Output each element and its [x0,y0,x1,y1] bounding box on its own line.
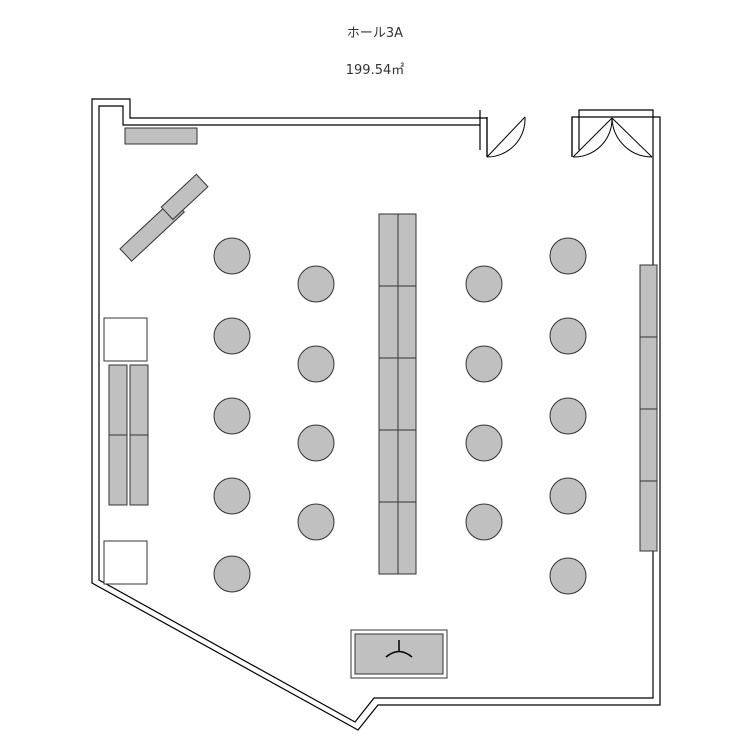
round-table [465,424,503,462]
round-table [297,345,335,383]
round-table [549,237,587,275]
top-left-table [124,127,198,145]
round-table [297,265,335,303]
door-left [486,116,526,158]
hall-area: 199.54㎡ [345,63,405,78]
round-table [549,557,587,595]
round-table [549,397,587,435]
round-table [213,477,251,515]
door-right-b-swing [611,117,653,158]
round-table [297,503,335,541]
hall-name: ホール3A [346,26,404,41]
round-tables [213,237,587,595]
round-table [465,503,503,541]
round-table [549,317,587,355]
left-box-top [103,317,148,362]
round-table [213,237,251,275]
microphone-icon [385,640,413,658]
round-table [213,555,251,593]
door-right-b [611,117,653,158]
diagonal-table-2 [160,173,209,221]
center-long-table [378,213,417,575]
left-box-bottom [103,540,148,585]
round-table [465,345,503,383]
entrance-doors [486,116,653,158]
right-wall-tables [639,264,658,552]
outer-wall [91,98,661,731]
round-table [297,424,335,462]
left-table-group [108,364,149,506]
door-right-a-swing [572,117,613,158]
door-left-swing [486,116,526,158]
podium [350,629,448,679]
round-table [213,397,251,435]
round-table [213,317,251,355]
round-table [549,477,587,515]
door-right-a [572,117,613,158]
round-table [465,265,503,303]
